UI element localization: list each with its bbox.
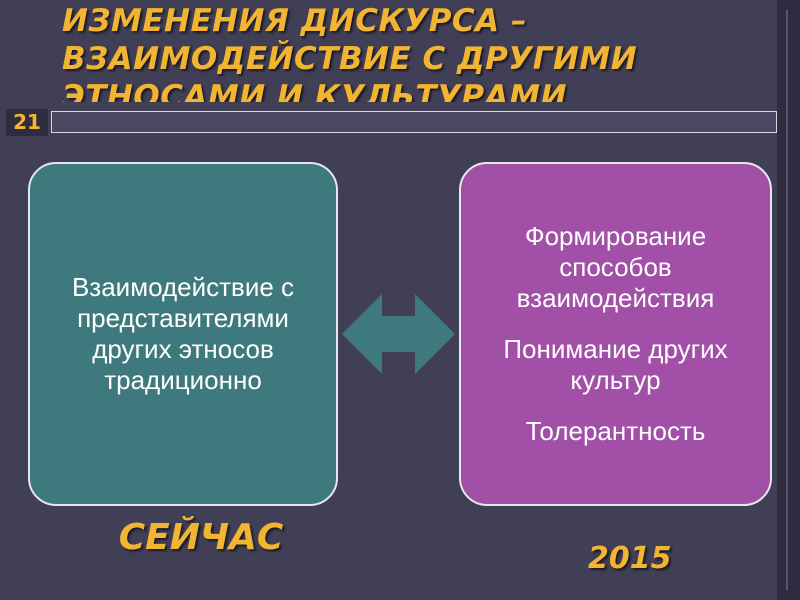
right-box-item: Понимание других культур	[503, 334, 728, 395]
left-box: Взаимодействие с представителями других …	[28, 162, 338, 506]
slide-title-line-2: ВЗАИМОДЕЙСТВИЕ С ДРУГИМИ	[62, 41, 638, 77]
label-year: 2015	[588, 541, 672, 576]
slide-title-line-3: ЭТНОСАМИ И КУЛЬТУРАМИ	[62, 79, 567, 102]
label-now: СЕЙЧАС	[118, 517, 284, 558]
slide-title: ИЗМЕНЕНИЯ ДИСКУРСА – ВЗАИМОДЕЙСТВИЕ С ДР…	[62, 2, 722, 102]
right-box-item: Толерантность	[525, 416, 706, 446]
right-box: Формирование способов взаимодействия Пон…	[459, 162, 772, 506]
slide-number: 21	[6, 109, 48, 136]
slide-title-line-1: ИЗМЕНЕНИЯ ДИСКУРСА –	[62, 3, 527, 39]
right-box-item: Формирование способов взаимодействия	[516, 221, 715, 313]
title-divider-bar	[51, 111, 777, 133]
slide-frame-right	[777, 0, 800, 600]
arrow-shape	[342, 294, 455, 374]
left-box-text: Взаимодействие с представителями других …	[71, 272, 295, 395]
slide-frame-line	[786, 10, 788, 590]
double-headed-arrow-icon	[342, 294, 455, 374]
